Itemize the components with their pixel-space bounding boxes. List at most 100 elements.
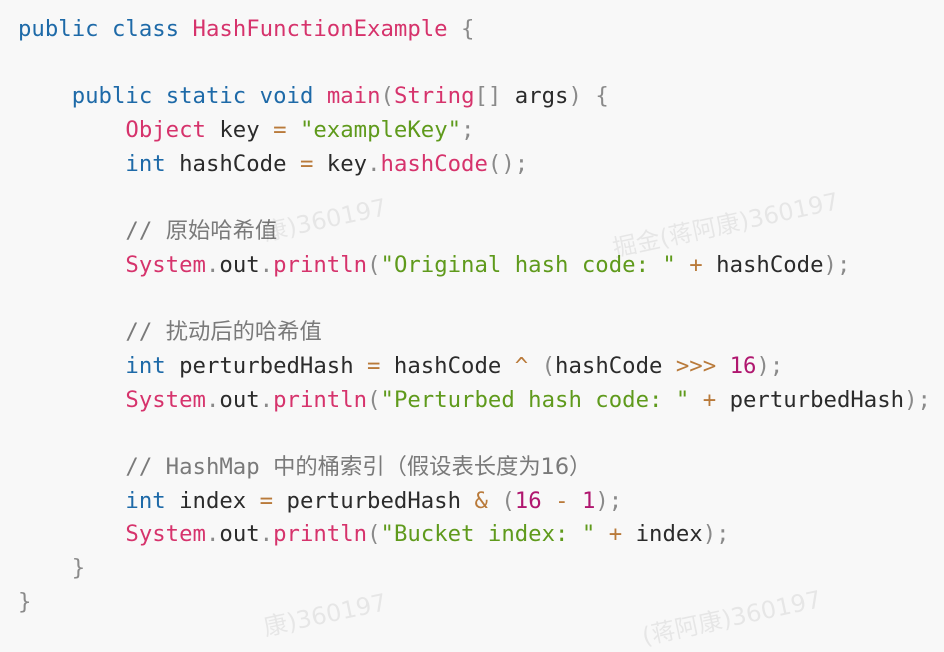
code-token [18, 151, 125, 177]
code-token: ( [367, 251, 381, 278]
code-token: // [125, 218, 166, 245]
code-token [179, 16, 192, 42]
code-token: hashCode [165, 150, 300, 177]
code-token: void [259, 83, 314, 110]
code-token: 16 [729, 352, 757, 379]
code-token: println [273, 386, 368, 413]
code-token: = [259, 487, 274, 514]
code-token: HashFunctionExample [192, 16, 448, 42]
code-token: println [273, 521, 368, 548]
code-token: ); [756, 352, 784, 379]
code-token: "Original hash code: " [380, 251, 676, 278]
code-token [18, 521, 125, 547]
code-token [528, 353, 541, 379]
code-token: 1 [581, 487, 596, 514]
code-token: int [125, 352, 166, 379]
code-block: public class HashFunctionExample { publi… [18, 13, 931, 619]
code-token [99, 16, 112, 42]
code-token: + [689, 251, 703, 278]
code-token: // [125, 319, 166, 346]
code-token: Object [125, 117, 206, 144]
code-token [676, 252, 689, 278]
code-line [18, 417, 931, 451]
code-token: perturbedHash [273, 487, 475, 514]
code-token: ( [367, 521, 381, 548]
code-token: args [501, 83, 569, 110]
code-token: System [125, 251, 206, 278]
code-line: int perturbedHash = hashCode ^ (hashCode… [18, 350, 931, 384]
code-token: // HashMap [125, 453, 274, 480]
code-token: . [259, 251, 274, 278]
code-token: System [125, 521, 206, 548]
code-line: System.out.println("Original hash code: … [18, 249, 931, 283]
code-token [18, 319, 125, 345]
code-line: System.out.println("Perturbed hash code:… [18, 384, 931, 418]
code-token: = [299, 150, 314, 177]
code-token [18, 83, 72, 109]
code-token: key [205, 117, 274, 144]
code-token [689, 387, 702, 413]
code-token: ( [541, 352, 556, 379]
code-token: main [326, 83, 381, 110]
code-token: ); [595, 487, 623, 514]
code-line: public class HashFunctionExample { [18, 13, 931, 47]
code-token: & [474, 487, 488, 514]
code-token: "Bucket index: " [380, 521, 596, 548]
code-token: out [219, 521, 260, 548]
code-token: . [205, 251, 220, 278]
code-token: } [71, 555, 86, 581]
code-token: out [219, 386, 260, 413]
code-token: = [273, 117, 287, 144]
code-token: System [125, 386, 206, 413]
code-token: hashCode [702, 251, 824, 278]
code-token: } [18, 588, 32, 615]
code-token [542, 488, 555, 514]
code-token [18, 387, 125, 413]
code-token: ( [501, 487, 515, 514]
code-token: . [259, 386, 274, 413]
code-token: class [111, 16, 180, 42]
code-token: + [702, 386, 717, 413]
code-token: (); [487, 150, 529, 177]
code-token [18, 353, 125, 379]
code-line: System.out.println("Bucket index: " + in… [18, 518, 931, 552]
code-token: { [595, 83, 609, 110]
code-line: int index = perturbedHash & (16 - 1); [18, 485, 931, 519]
code-token [595, 521, 608, 547]
code-token: ) [568, 83, 582, 110]
code-token [18, 488, 125, 514]
code-token: println [273, 251, 368, 278]
code-token: int [125, 487, 166, 514]
code-token: int [125, 150, 166, 177]
code-token: { [461, 16, 475, 42]
code-token: public [18, 16, 99, 42]
code-token: ( [380, 83, 394, 110]
code-token: >>> [675, 352, 717, 379]
code-token: static [165, 83, 247, 110]
code-token: . [205, 386, 220, 413]
code-token: ); [904, 386, 931, 413]
code-token: String [393, 83, 475, 110]
code-line [18, 283, 931, 317]
code-token: "Perturbed hash code: " [380, 386, 690, 413]
code-token: ); [823, 251, 851, 278]
code-token: + [608, 521, 623, 548]
code-token: ); [702, 521, 730, 548]
code-token: ; [461, 117, 475, 144]
code-token [18, 454, 125, 480]
code-token: public [71, 83, 153, 110]
code-token: ^ [514, 352, 529, 379]
code-token: - [555, 487, 569, 514]
code-token [18, 555, 72, 581]
code-token: index [622, 521, 703, 548]
code-line: // 扰动后的哈希值 [18, 316, 931, 350]
code-token: out [219, 251, 260, 278]
code-line: // HashMap 中的桶索引（假设表长度为16） [18, 451, 931, 485]
code-token [18, 117, 125, 143]
code-token: . [259, 521, 274, 548]
code-token [313, 83, 326, 109]
code-token: index [165, 487, 260, 514]
code-token [18, 218, 125, 244]
code-line: Object key = "exampleKey"; [18, 114, 931, 148]
code-token: . [205, 521, 220, 548]
